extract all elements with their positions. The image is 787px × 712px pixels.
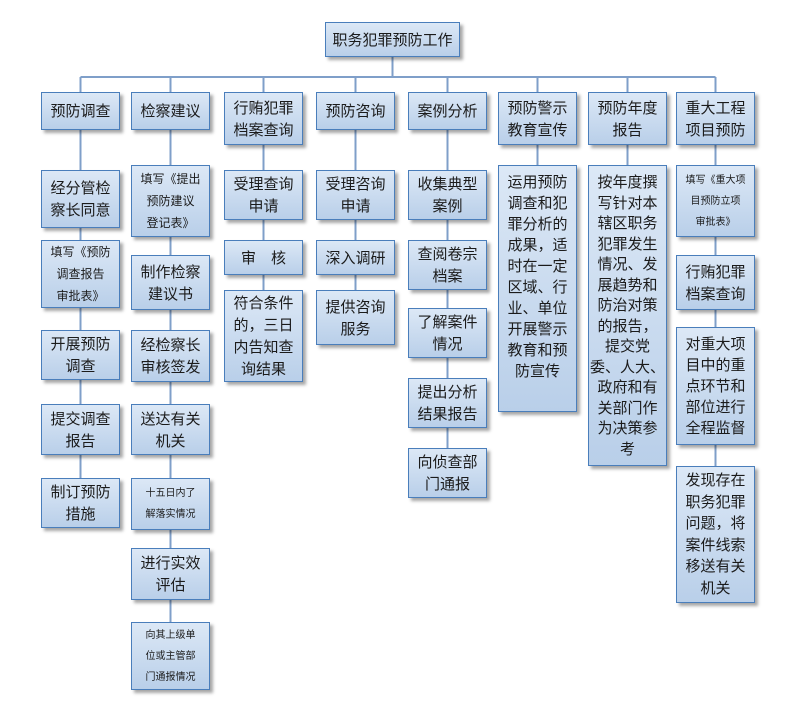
flow-step: 提供咨询 服务: [316, 290, 395, 345]
flow-step: 向侦查部 门通报: [408, 448, 487, 498]
header-prevention-investigation: 预防调查: [41, 92, 120, 130]
header-bribery-record-query: 行贿犯罪 档案查询: [224, 92, 303, 145]
flow-step: 按年度撰 写针对本 辖区职务 犯罪发生 情况、发 展趋势和 防治对策 的报告， …: [588, 165, 667, 466]
flow-step: 制订预防 措施: [41, 478, 120, 528]
header-case-analysis: 案例分析: [408, 92, 487, 130]
flow-step: 发现存在 职务犯罪 问题，将 案件线索 移送有关 机关: [676, 466, 755, 603]
flow-step: 提出分析 结果报告: [408, 378, 487, 428]
flow-step: 受理查询 申请: [224, 170, 303, 220]
flow-step: 填写《预防 调查报告 审批表》: [41, 240, 120, 308]
flow-step: 查阅卷宗 档案: [408, 240, 487, 290]
flow-step: 送达有关 机关: [131, 404, 210, 455]
flow-step: 行贿犯罪 档案查询: [676, 255, 755, 310]
flow-step: 对重大项 目中的重 点环节和 部位进行 全程监督: [676, 327, 755, 445]
root-node: 职务犯罪预防工作: [325, 22, 460, 57]
header-prevention-consulting: 预防咨询: [316, 92, 395, 130]
flow-step: 十五日内了 解落实情况: [131, 478, 210, 530]
flow-step: 制作检察 建议书: [131, 255, 210, 310]
flow-step: 深入调研: [316, 240, 395, 275]
flow-step: 进行实效 评估: [131, 548, 210, 600]
flow-step: 了解案件 情况: [408, 308, 487, 358]
flow-step: 开展预防 调查: [41, 330, 120, 380]
header-annual-report: 预防年度 报告: [588, 92, 667, 145]
header-warning-education: 预防警示 教育宣传: [498, 92, 577, 145]
flow-step: 向其上级单 位或主管部 门通报情况: [131, 622, 210, 690]
flow-step: 审 核: [224, 240, 303, 275]
flow-step: 填写《提出 预防建议 登记表》: [131, 165, 210, 237]
header-major-project: 重大工程 项目预防: [676, 92, 755, 145]
flow-step: 经检察长 审核签发: [131, 330, 210, 382]
header-procuratorial-advice: 检察建议: [131, 92, 210, 130]
flow-step: 经分管检 察长同意: [41, 170, 120, 228]
flow-step: 受理咨询 申请: [316, 170, 395, 220]
flow-step: 符合条件 的，三日 内告知查 询结果: [224, 290, 303, 382]
flow-step: 填写《重大项 目预防立项 审批表》: [676, 165, 755, 237]
flow-step: 提交调查 报告: [41, 404, 120, 455]
flow-step: 运用预防 调查和犯 罪分析的 成果，适 时在一定 区域、行 业、单位 开展警示 …: [498, 165, 577, 412]
flow-step: 收集典型 案例: [408, 170, 487, 220]
